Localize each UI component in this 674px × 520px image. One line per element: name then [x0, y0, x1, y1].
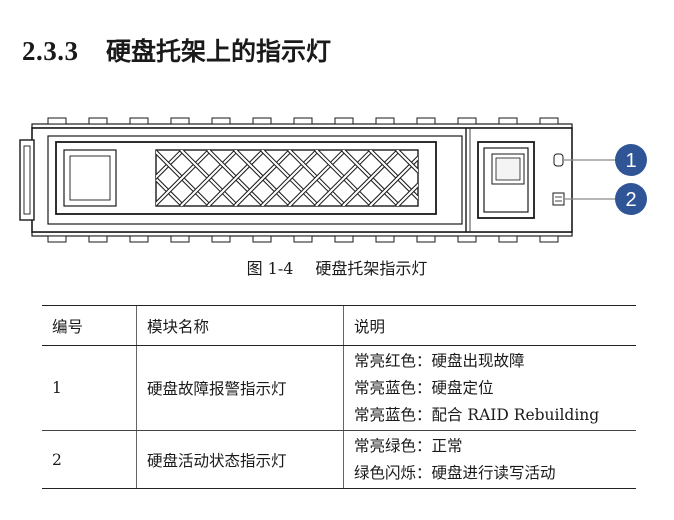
- description-line: 绿色闪烁：硬盘进行读写活动: [354, 463, 556, 482]
- description-line: 常亮蓝色：配合 RAID Rebuilding: [354, 405, 600, 424]
- callout-2-label: 2: [625, 189, 636, 211]
- row-description: 常亮绿色：正常 绿色闪烁：硬盘进行读写活动: [343, 430, 636, 489]
- bottom-rail: [31, 231, 573, 243]
- tray-left-ear: [19, 139, 35, 221]
- header-id: 编号: [42, 305, 137, 346]
- row-module: 硬盘故障报警指示灯: [136, 345, 344, 431]
- ventilation-grille: [155, 149, 419, 207]
- tray-inner-frame: [47, 135, 463, 225]
- table-row: 2 硬盘活动状态指示灯 常亮绿色：正常 绿色闪烁：硬盘进行读写活动: [42, 430, 636, 489]
- indicator-table: 编号 模块名称 说明 1 硬盘故障报警指示灯 常亮红色：硬盘出现故障 常亮蓝色：…: [42, 305, 636, 489]
- activity-indicator-led: [552, 192, 565, 206]
- section-heading: 2.3.3 硬盘托架上的指示灯: [22, 32, 331, 68]
- figure-caption: 图 1-4 硬盘托架指示灯: [0, 255, 674, 279]
- description-line: 常亮红色：硬盘出现故障: [354, 351, 525, 370]
- header-description: 说明: [343, 305, 636, 346]
- row-id: 1: [42, 345, 137, 431]
- table-row: 1 硬盘故障报警指示灯 常亮红色：硬盘出现故障 常亮蓝色：硬盘定位 常亮蓝色：配…: [42, 345, 636, 431]
- tray-latch: [477, 141, 535, 219]
- description-line: 常亮蓝色：硬盘定位: [354, 378, 494, 397]
- row-id: 2: [42, 430, 137, 489]
- top-rail: [31, 117, 573, 129]
- header-module: 模块名称: [136, 305, 344, 346]
- callout-1: 1: [615, 144, 647, 176]
- fault-indicator-led: [553, 153, 564, 167]
- row-description: 常亮红色：硬盘出现故障 常亮蓝色：硬盘定位 常亮蓝色：配合 RAID Rebui…: [343, 345, 636, 431]
- drive-tray-figure: 1 2: [19, 117, 647, 243]
- section-title: 硬盘托架上的指示灯: [106, 37, 332, 66]
- callout-1-label: 1: [625, 150, 636, 172]
- figure-caption-title: 硬盘托架指示灯: [315, 259, 428, 278]
- figure-caption-number: 图 1-4: [246, 259, 294, 278]
- row-module: 硬盘活动状态指示灯: [136, 430, 344, 489]
- description-line: 常亮绿色：正常: [354, 436, 463, 455]
- callout-2: 2: [615, 183, 647, 215]
- table-header-row: 编号 模块名称 说明: [42, 305, 636, 346]
- section-number: 2.3.3: [22, 36, 79, 66]
